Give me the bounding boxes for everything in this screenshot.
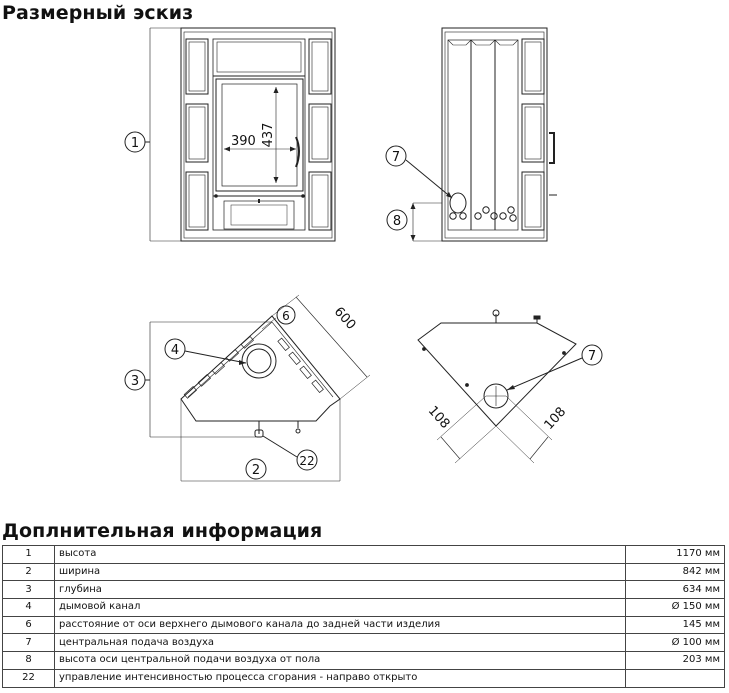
row-number: 2	[2, 562, 55, 582]
table-row: 2 ширина 842 мм	[2, 562, 725, 582]
row-number: 7	[2, 633, 55, 653]
front-view	[124, 27, 336, 242]
info-title: Доплнительная информация	[2, 520, 323, 542]
row-number: 22	[2, 668, 55, 688]
sketch-title: Размерный эскиз	[2, 2, 194, 24]
row-number: 4	[2, 598, 55, 617]
row-value	[625, 668, 725, 688]
row-description: высота оси центральной подачи воздуха от…	[54, 651, 626, 670]
dim-390: 390	[231, 134, 256, 149]
dim-437: 437	[261, 123, 276, 148]
callout-2: 2	[252, 463, 260, 478]
spec-table: 1 высота 1170 мм 2 ширина 842 мм 3 глуби…	[2, 545, 725, 688]
row-description: дымовой канал	[54, 598, 626, 617]
row-value: 203 мм	[625, 651, 725, 670]
dim-108-right: 108	[542, 404, 570, 432]
callout-1: 1	[131, 136, 139, 151]
dim-600: 600	[331, 304, 359, 332]
table-row: 6 расстояние от оси верхнего дымового ка…	[2, 615, 725, 635]
row-value: 634 мм	[625, 580, 725, 600]
table-row: 8 высота оси центральной подачи воздуха …	[2, 651, 725, 670]
table-row: 3 глубина 634 мм	[2, 580, 725, 600]
row-description: управление интенсивностью процесса сгора…	[54, 668, 626, 688]
top-view	[124, 294, 371, 482]
bottom-callout-7: 7	[588, 349, 596, 364]
callout-8: 8	[393, 214, 401, 229]
row-value: Ø 150 мм	[625, 598, 725, 617]
row-number: 3	[2, 580, 55, 600]
row-value: 1170 мм	[625, 545, 725, 564]
side-callout-7: 7	[392, 150, 400, 165]
table-row: 1 высота 1170 мм	[2, 545, 725, 564]
row-description: расстояние от оси верхнего дымового кана…	[54, 615, 626, 635]
row-description: высота	[54, 545, 626, 564]
row-value: 842 мм	[625, 562, 725, 582]
callout-3: 3	[131, 374, 139, 389]
callout-4: 4	[171, 343, 179, 358]
table-row: 4 дымовой канал Ø 150 мм	[2, 598, 725, 617]
side-view	[385, 27, 557, 242]
table-row: 7 центральная подача воздуха Ø 100 мм	[2, 633, 725, 653]
row-description: глубина	[54, 580, 626, 600]
row-description: ширина	[54, 562, 626, 582]
row-value: Ø 100 мм	[625, 633, 725, 653]
dim-108-left: 108	[425, 403, 453, 431]
bottom-view	[417, 309, 603, 464]
row-description: центральная подача воздуха	[54, 633, 626, 653]
table-row: 22 управление интенсивностью процесса сг…	[2, 668, 725, 688]
dimension-sketch: 390 437 1 7 8 3 4 6 600 2 22 7 108 108	[124, 27, 603, 482]
callout-6: 6	[282, 309, 290, 323]
row-value: 145 мм	[625, 615, 725, 635]
row-number: 1	[2, 545, 55, 564]
callout-22: 22	[299, 454, 314, 468]
row-number: 6	[2, 615, 55, 635]
row-number: 8	[2, 651, 55, 670]
